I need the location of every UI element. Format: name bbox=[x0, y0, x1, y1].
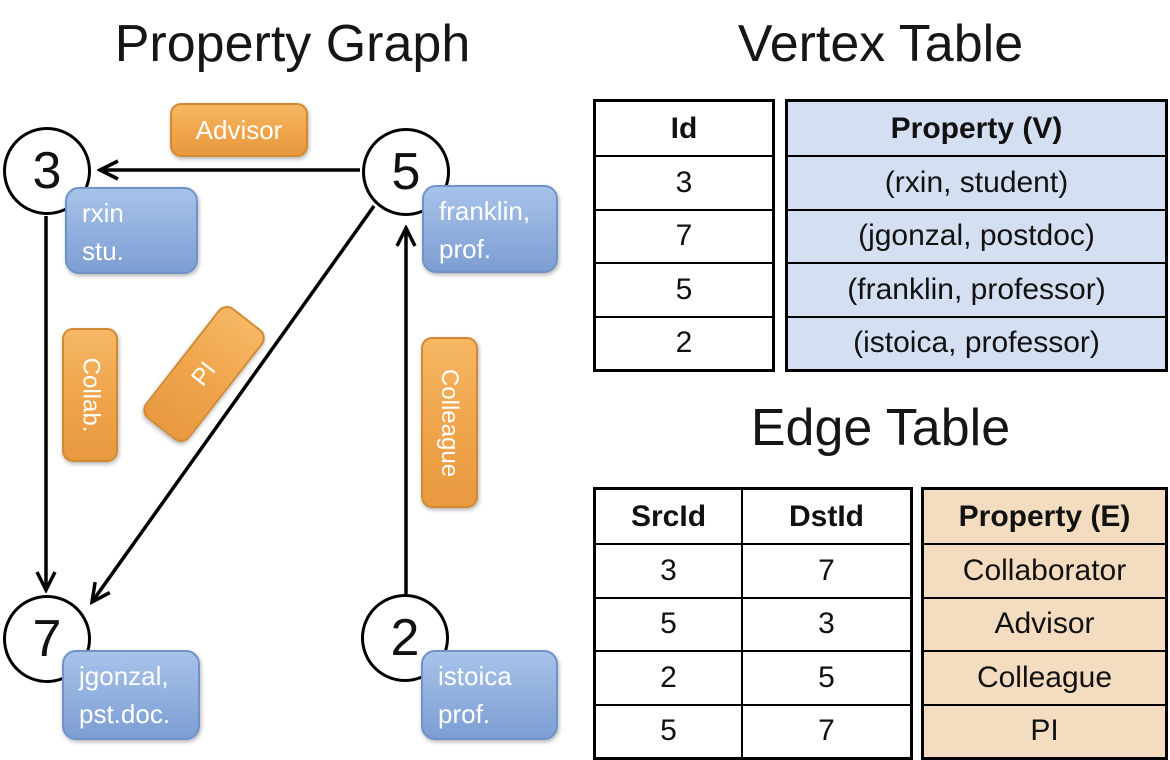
graph-node-2: 2 bbox=[361, 594, 449, 682]
table-cell: 2 bbox=[596, 315, 772, 369]
vertex-prop-label-5: franklin, prof. bbox=[422, 185, 558, 273]
edge-table-title: Edge Table bbox=[750, 399, 1011, 457]
table-cell: (rxin, student) bbox=[788, 155, 1165, 208]
table-cell: (jgonzal, postdoc) bbox=[788, 208, 1165, 262]
edge-label-colleague: Colleague bbox=[421, 337, 478, 508]
edge-table-id-columns: SrcId DstId 3 7 5 3 2 5 5 7 bbox=[593, 487, 913, 760]
node-id: 3 bbox=[32, 142, 62, 200]
vertex-prop-line1: franklin, bbox=[439, 196, 531, 226]
table-cell: Advisor bbox=[924, 596, 1165, 650]
table-cell: 5 bbox=[596, 596, 743, 651]
property-graph-title: Property Graph bbox=[114, 15, 471, 73]
edge-label-text: Advisor bbox=[195, 114, 283, 145]
vertex-table-property-column: Property (V) (rxin, student) (jgonzal, p… bbox=[785, 99, 1168, 372]
table-cell: 3 bbox=[743, 596, 910, 650]
table-cell: 7 bbox=[743, 703, 910, 757]
table-cell: 2 bbox=[596, 650, 743, 704]
table-cell: 3 bbox=[596, 155, 772, 208]
table-cell: 5 bbox=[596, 262, 772, 315]
vertex-table-title: Vertex Table bbox=[737, 15, 1024, 73]
vertex-prop-label-2: istoica prof. bbox=[421, 650, 558, 740]
vertex-prop-label-3: rxin stu. bbox=[65, 187, 198, 274]
vertex-table-id-column: Id 3 7 5 2 bbox=[593, 99, 775, 372]
table-cell: 5 bbox=[743, 650, 910, 703]
table-cell: PI bbox=[924, 703, 1165, 757]
vertex-prop-line1: jgonzal, bbox=[79, 661, 169, 691]
node-id: 7 bbox=[32, 610, 62, 668]
table-cell: (franklin, professor) bbox=[788, 262, 1165, 315]
vertex-table-header-property: Property (V) bbox=[890, 111, 1063, 145]
vertex-prop-line2: prof. bbox=[438, 698, 491, 729]
edge-label-collab: Collab. bbox=[62, 328, 118, 462]
table-cell: 7 bbox=[596, 208, 772, 262]
edge-table-header-srcid: SrcId bbox=[596, 490, 743, 544]
edge-label-text: Colleague bbox=[436, 368, 464, 477]
node-id: 5 bbox=[391, 143, 421, 201]
graph-edges-layer bbox=[0, 0, 585, 760]
table-cell: Collaborator bbox=[924, 543, 1165, 596]
edge-label-text: PI bbox=[185, 356, 222, 391]
vertex-prop-label-7: jgonzal, pst.doc. bbox=[62, 650, 200, 740]
edge-table-header-dstid: DstId bbox=[789, 499, 864, 533]
edge-label-text: Collab. bbox=[77, 357, 104, 433]
edge-table-header-property: Property (E) bbox=[958, 499, 1131, 533]
edge-label-advisor: Advisor bbox=[170, 103, 308, 157]
edge-pi-5-to-7 bbox=[92, 204, 376, 602]
vertex-prop-line1: rxin bbox=[82, 198, 124, 228]
table-cell: 7 bbox=[743, 543, 910, 596]
node-id: 2 bbox=[390, 609, 420, 667]
table-cell: 3 bbox=[596, 543, 743, 597]
vertex-prop-line2: stu. bbox=[82, 235, 124, 266]
table-cell: 5 bbox=[596, 703, 743, 757]
vertex-table-header-id: Id bbox=[670, 111, 698, 145]
vertex-prop-line2: prof. bbox=[439, 233, 492, 264]
edge-table-property-column: Property (E) Collaborator Advisor Collea… bbox=[921, 487, 1168, 760]
vertex-prop-line1: istoica bbox=[438, 661, 512, 691]
table-cell: Colleague bbox=[924, 650, 1165, 703]
vertex-prop-line2: pst.doc. bbox=[79, 698, 171, 729]
table-cell: (istoica, professor) bbox=[788, 315, 1165, 369]
graph-node-5: 5 bbox=[362, 128, 450, 216]
